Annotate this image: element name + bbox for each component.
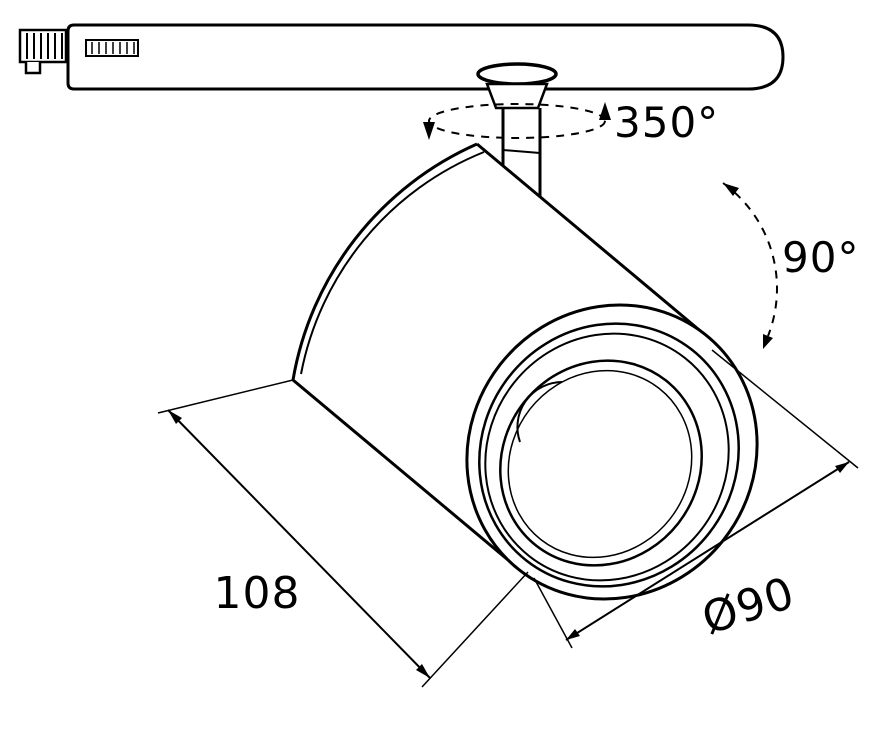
extension-line-bottom — [533, 577, 573, 649]
extension-line-front — [421, 571, 529, 688]
clip-hatch-lines — [91, 42, 135, 54]
clip-block — [85, 39, 139, 57]
rotation-ellipse — [428, 103, 606, 139]
rotation-indicator-350: 350° — [423, 98, 719, 147]
pan-rotation-label: 350° — [614, 98, 719, 147]
rotation-indicator-90: 90° — [722, 182, 859, 349]
body-back-cap — [291, 142, 478, 381]
track-rail — [18, 23, 785, 91]
dimension-length-108: 108 — [157, 379, 529, 688]
track-end-connector — [18, 28, 68, 75]
body-back-cap-inner — [300, 151, 485, 375]
lens-front — [465, 303, 759, 601]
mount-adapter — [476, 62, 558, 110]
extension-line-top — [711, 349, 859, 469]
adapter-collar — [485, 82, 549, 110]
lens-ring-3 — [484, 332, 730, 582]
tilt-arc — [722, 182, 778, 337]
body-bottom-edge — [292, 378, 521, 572]
length-dimension-label: 108 — [214, 568, 301, 619]
adapter-knob — [476, 62, 558, 86]
dimension-line — [167, 409, 431, 679]
dimension-arrow-start — [566, 629, 580, 640]
dimension-arrow-start — [168, 410, 182, 424]
connector-hatch-lines — [26, 33, 63, 59]
extension-line-back — [157, 379, 294, 414]
diameter-dimension-label: Ø90 — [696, 567, 801, 644]
body-top-edge — [476, 142, 705, 336]
tilt-arrow-bottom — [763, 334, 773, 349]
lamp-reflection-arc — [516, 381, 563, 443]
lens-glass-edge — [507, 369, 693, 559]
tilt-arrow-top — [723, 183, 739, 196]
track-lock-clip — [85, 39, 139, 57]
dimension-line — [565, 461, 850, 641]
dimension-arrow-end — [835, 462, 849, 473]
dimension-arrow-end — [416, 664, 430, 678]
rotation-arrow-left — [423, 122, 435, 140]
tilt-rotation-label: 90° — [782, 233, 859, 282]
lens-ring-2 — [478, 322, 740, 588]
stem-joint-line — [502, 149, 541, 154]
track-body — [66, 23, 785, 91]
rotation-arrow-right — [599, 102, 611, 120]
connector-hook — [24, 62, 42, 75]
